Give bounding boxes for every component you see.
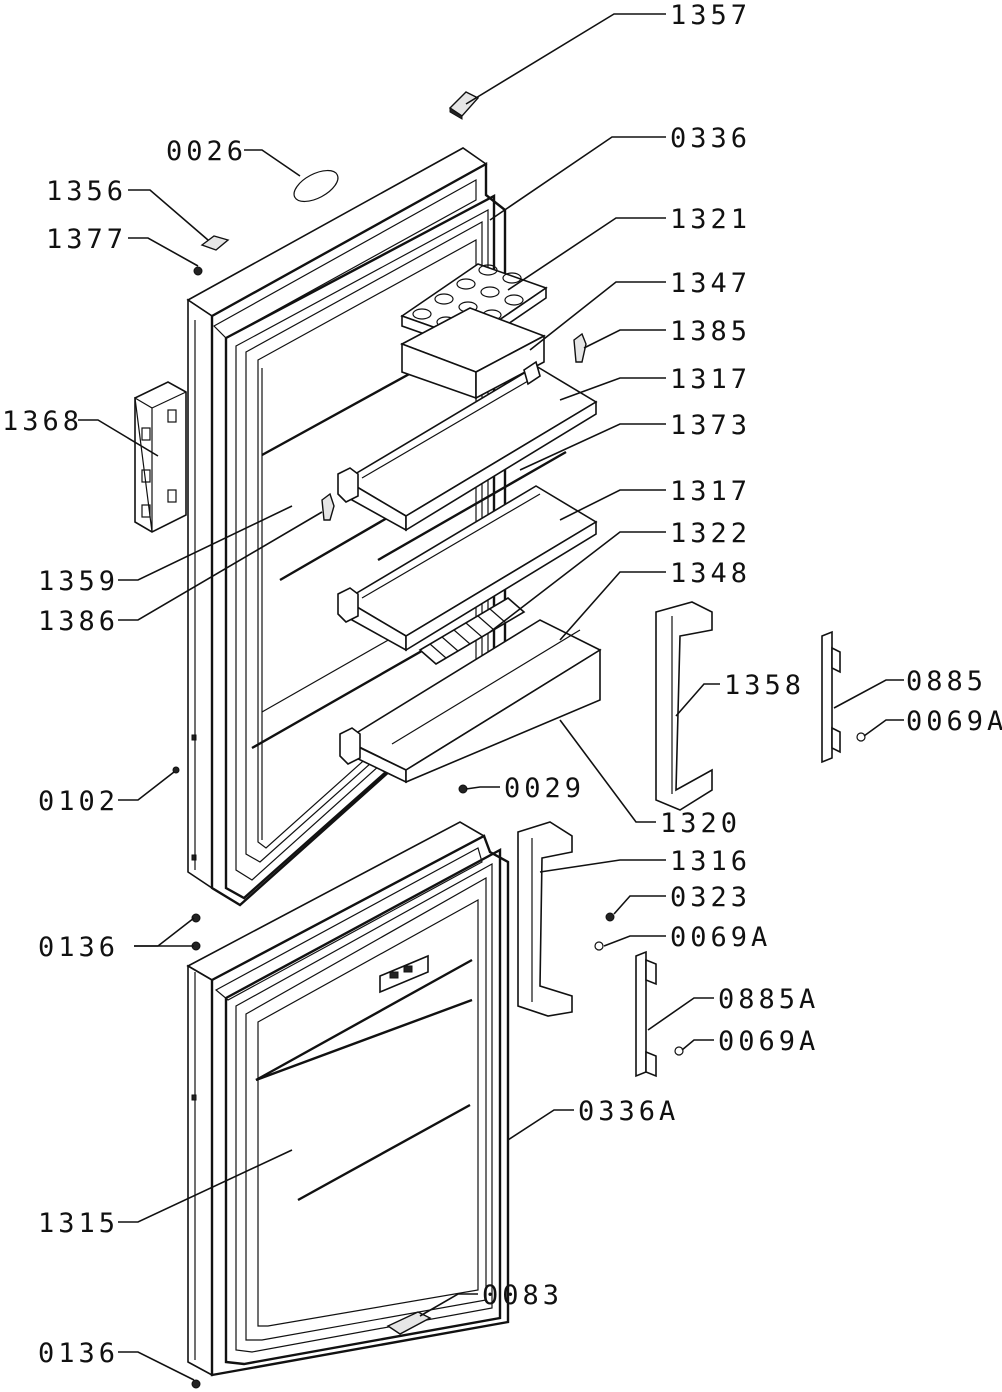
label-0136-top: 0136 [38,932,119,963]
label-1386: 1386 [38,606,119,637]
label-1359: 1359 [38,566,119,597]
door-shelf-1317-upper [337,360,598,532]
washer-0069a-lower [674,1046,684,1056]
label-0336a: 0336A [578,1096,679,1127]
screw-0136-bottom [191,1379,201,1389]
label-1358: 1358 [724,670,805,701]
upper-door [186,147,507,907]
hinge-0885 [821,630,841,764]
label-1357: 1357 [670,0,751,31]
label-0323: 0323 [670,882,751,913]
label-0029: 0029 [504,773,585,804]
handle-1358 [655,601,713,811]
cap-1356 [200,235,230,251]
label-0336: 0336 [670,123,751,154]
label-1377: 1377 [46,224,127,255]
label-1316: 1316 [670,846,751,877]
label-1315: 1315 [38,1208,119,1239]
hinge-cap-1357 [448,91,480,120]
label-0083: 0083 [482,1280,563,1311]
clip-1385 [573,332,587,363]
butter-box-1321 [400,307,546,400]
washer-0069a-middle [594,941,604,951]
label-0026: 0026 [166,136,247,167]
shelf-bar-1373 [377,450,567,562]
door-shelf-1317-lower [337,485,598,652]
label-1373: 1373 [670,410,751,441]
label-1320: 1320 [660,808,741,839]
lower-door [186,821,510,1377]
bottle-shelf-1320 [339,619,602,784]
label-1347: 1347 [670,268,751,299]
screw-0136-top-1 [191,913,201,923]
label-0885a: 0885A [718,984,819,1015]
washer-0069a-upper [856,732,866,742]
oval-badge-0026 [293,169,339,203]
screw-1377 [193,266,203,276]
label-1348: 1348 [670,558,751,589]
label-0069a-lower: 0069A [718,1026,819,1057]
label-0069a-middle: 0069A [670,922,771,953]
hinge-0885a [635,950,657,1078]
handle-1316 [517,821,573,1017]
label-1321: 1321 [670,204,751,235]
label-1322: 1322 [670,518,751,549]
label-1385: 1385 [670,316,751,347]
screw-0029 [458,784,468,794]
label-1368: 1368 [2,406,83,437]
bottle-rack-1322 [418,597,526,665]
label-1356: 1356 [46,176,127,207]
bracket-1368 [134,381,187,533]
screw-0102 [172,766,180,774]
label-0885: 0885 [906,666,987,697]
label-1317-upper: 1317 [670,364,751,395]
label-1317-lower: 1317 [670,476,751,507]
label-0102: 0102 [38,786,119,817]
nut-0323 [605,912,615,922]
hinge-cover-0083 [386,1311,432,1335]
label-0069a-upper: 0069A [906,706,1002,737]
leader-lines [78,13,904,1381]
label-0136-bottom: 0136 [38,1338,119,1369]
clip-1386 [321,492,335,521]
